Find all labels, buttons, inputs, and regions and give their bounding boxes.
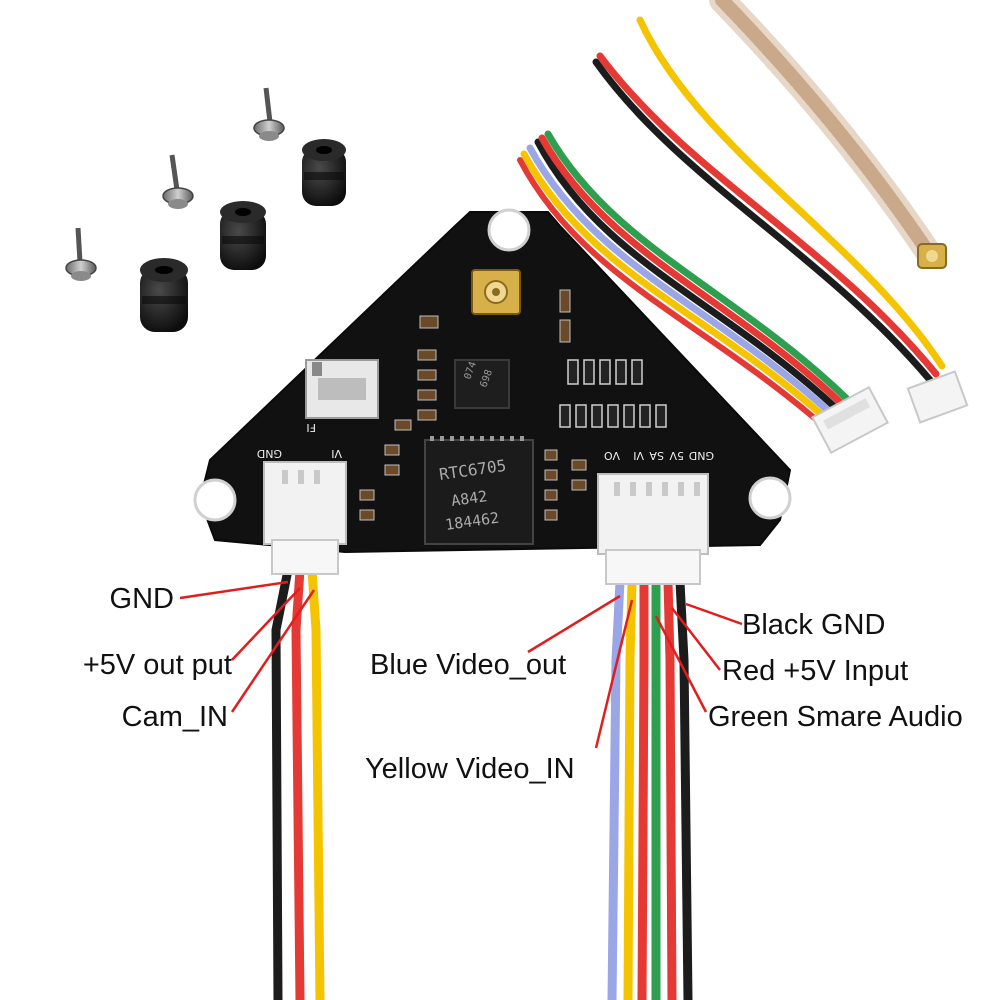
rubber-grommet-icon (140, 258, 188, 332)
silk-label: GND (689, 449, 714, 462)
label-cam-in: Cam_IN (121, 701, 228, 733)
pointer-lines (179, 580, 743, 749)
screw-icon (253, 87, 285, 141)
screw-icon (162, 154, 194, 209)
loose-6pin-cable (517, 130, 889, 455)
silk-label: VI (633, 449, 644, 462)
screw-icon (65, 227, 97, 281)
silk-label: 5V (669, 449, 684, 462)
jst-connector-icon (597, 473, 709, 585)
vtx-cable (607, 581, 693, 1000)
ufl-antenna-connector-icon (471, 269, 521, 315)
label-red-5v-input: Red +5V Input (722, 655, 909, 687)
label-blue-video-out: Blue Video_out (370, 649, 567, 681)
ufl-antenna-connector-icon (709, 0, 947, 269)
chip-marking-line: A842 (450, 487, 488, 510)
label-5v-out: +5V out put (82, 649, 232, 681)
label-yellow-video-in: Yellow Video_IN (365, 753, 575, 785)
label-green-audio: Green Smare Audio (708, 701, 963, 733)
silk-label: GND (257, 447, 282, 460)
rubber-grommet-icon (302, 139, 346, 206)
silk-label: VI (331, 447, 342, 460)
silk-label: FI (306, 421, 316, 434)
loose-3pin-cable (592, 16, 969, 424)
silk-label: SA (649, 449, 664, 462)
label-black-gnd: Black GND (742, 609, 886, 641)
jst-connector-icon (263, 461, 347, 575)
rubber-grommet-icon (220, 201, 266, 270)
label-gnd: GND (109, 583, 174, 615)
silk-label: VO (604, 449, 620, 462)
vtx-pcb-board: RTC6705 A842 184462 074 698 GND VI FI GN… (193, 208, 792, 585)
